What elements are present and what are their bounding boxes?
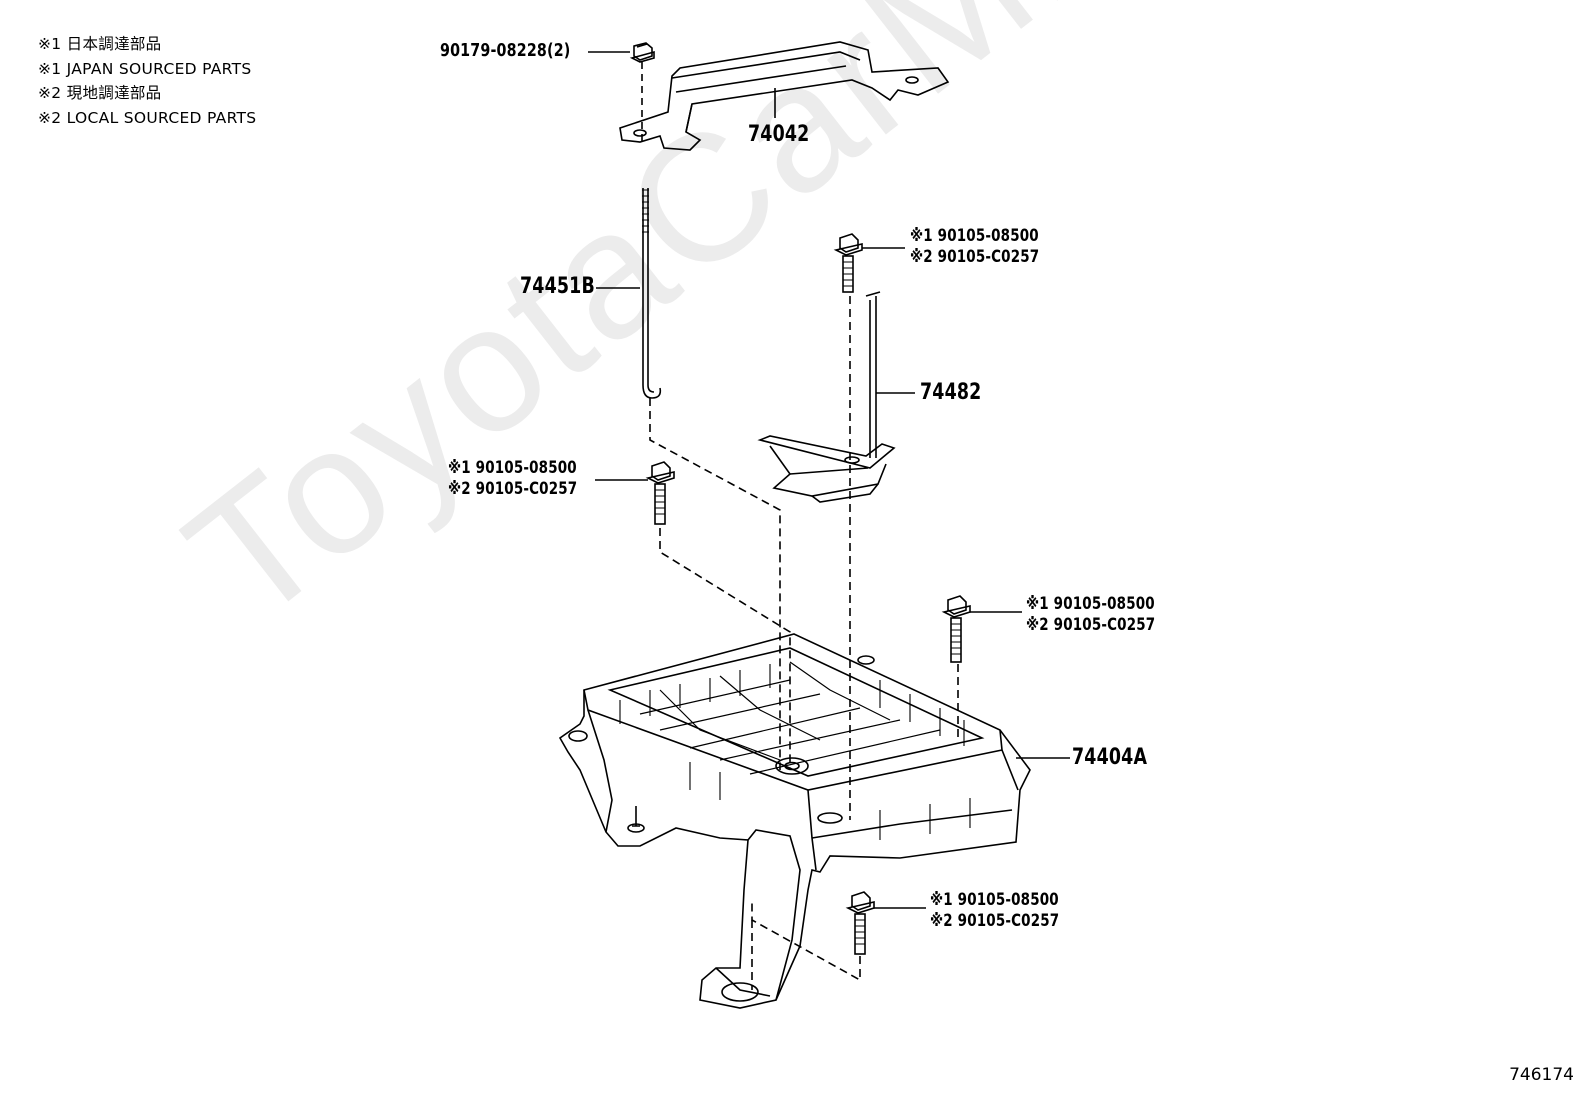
part-label-clamp[interactable]: 74042 (748, 122, 810, 147)
bolt-c-icon (941, 595, 971, 663)
hook-rod-74451b (642, 188, 662, 399)
legend-line: ※2 LOCAL SOURCED PARTS (38, 108, 257, 127)
part-label-bolt-d[interactable]: ※1 90105-08500 ※2 90105-C0257 (930, 890, 1059, 932)
bolt-b-icon (645, 461, 675, 525)
part-label-nut[interactable]: 90179-08228(2) (440, 40, 571, 61)
bolt-a-icon (833, 233, 863, 293)
bolt-a-line2: ※2 90105-C0257 (910, 247, 1040, 267)
part-label-rod[interactable]: 74451B (520, 274, 595, 299)
diagram-reference-number: 746174 (1509, 1065, 1574, 1085)
part-label-bolt-b[interactable]: ※1 90105-08500 ※2 90105-C0257 (448, 458, 577, 500)
part-label-bolt-c[interactable]: ※1 90105-08500 ※2 90105-C0257 (1026, 594, 1155, 636)
bolt-d-line2: ※2 90105-C0257 (930, 911, 1060, 931)
bolt-d-icon (845, 891, 875, 955)
bolt-b-line2: ※2 90105-C0257 (448, 479, 578, 499)
bolt-c-line1: ※1 90105-08500 (1026, 594, 1155, 614)
bolt-b-line1: ※1 90105-08500 (448, 458, 577, 478)
assembly-guide-lines (649, 296, 959, 990)
part-label-hold-down[interactable]: 74482 (920, 380, 982, 405)
bolt-c-line2: ※2 90105-C0257 (1026, 615, 1156, 635)
part-label-bolt-a[interactable]: ※1 90105-08500 ※2 90105-C0257 (910, 226, 1039, 268)
hold-down-74482 (757, 291, 896, 503)
legend-line: ※2 現地調達部品 (38, 84, 162, 102)
battery-tray-74404a (558, 633, 1031, 1009)
legend-line: ※1 JAPAN SOURCED PARTS (38, 59, 252, 78)
nut-90179-icon (629, 42, 655, 63)
part-label-tray[interactable]: 74404A (1072, 745, 1148, 770)
bolt-a-line1: ※1 90105-08500 (910, 226, 1039, 246)
legend-line: ※1 日本調達部品 (38, 35, 162, 53)
sourcing-legend: ※1 日本調達部品 ※1 JAPAN SOURCED PARTS ※2 現地調達… (38, 32, 256, 130)
bolt-d-line1: ※1 90105-08500 (930, 890, 1059, 910)
battery-clamp-74042 (619, 41, 950, 151)
